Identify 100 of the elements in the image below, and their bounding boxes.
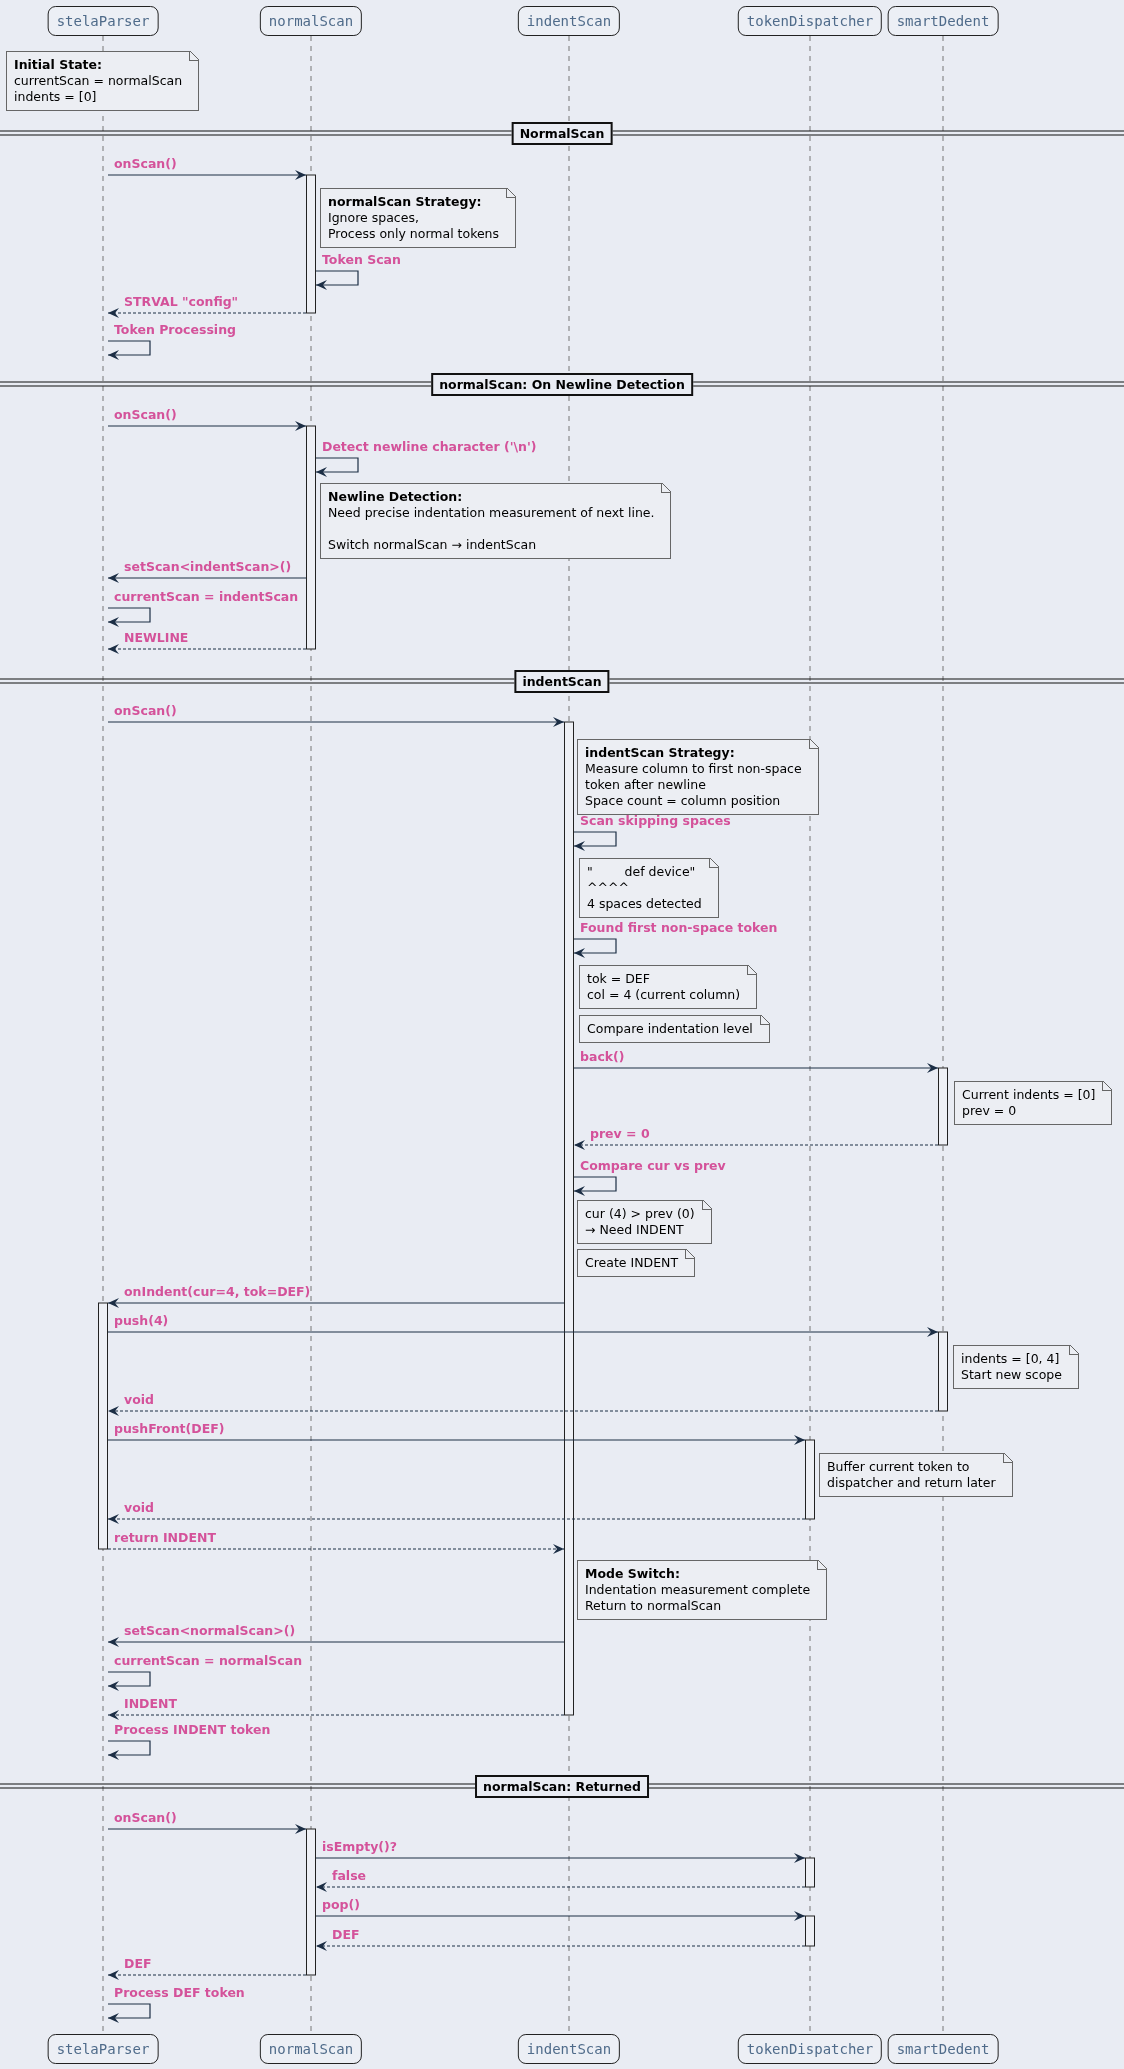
self-message-arrow bbox=[315, 270, 359, 290]
note-text: 4 spaces detected bbox=[587, 896, 702, 912]
note-heading: normalScan Strategy: bbox=[328, 194, 483, 210]
message-label: INDENT bbox=[124, 1696, 177, 1712]
self-message-arrow bbox=[573, 831, 617, 851]
note bbox=[577, 1249, 696, 1277]
participant-box: normalScan bbox=[259, 2034, 363, 2064]
message-arrow bbox=[573, 1063, 939, 1073]
message-label: Token Scan bbox=[322, 252, 401, 268]
return-arrow bbox=[107, 1406, 939, 1416]
note bbox=[953, 1345, 1079, 1389]
note-text: currentScan = normalScan bbox=[14, 73, 183, 89]
note-heading: Mode Switch: bbox=[585, 1566, 681, 1582]
message-arrow bbox=[315, 1853, 806, 1863]
note-text: Compare indentation level bbox=[587, 1021, 753, 1037]
message-arrow bbox=[107, 717, 565, 727]
participant-box: stelaParser bbox=[47, 2034, 159, 2064]
self-message-arrow bbox=[315, 457, 359, 477]
return-arrow bbox=[315, 1882, 806, 1892]
note-text: cur (4) > prev (0) bbox=[585, 1206, 695, 1222]
participant-box: tokenDispatcher bbox=[737, 6, 883, 36]
note-text: Switch normalScan → indentScan bbox=[328, 537, 538, 553]
note-text: Return to normalScan bbox=[585, 1598, 723, 1614]
message-label: Found first non-space token bbox=[580, 920, 778, 936]
message-label: isEmpty()? bbox=[322, 1839, 398, 1855]
participant-box: tokenDispatcher bbox=[737, 2034, 883, 2064]
self-message-arrow bbox=[573, 1176, 617, 1196]
note bbox=[577, 1560, 828, 1620]
message-label: setScan<normalScan>() bbox=[124, 1623, 296, 1639]
message-label: onScan() bbox=[114, 703, 177, 719]
participant-box: stelaParser bbox=[47, 6, 159, 36]
section-label: indentScan bbox=[514, 670, 610, 693]
message-label: Detect newline character ('\n') bbox=[322, 439, 537, 455]
note-text: Create INDENT bbox=[585, 1255, 679, 1271]
message-label: prev = 0 bbox=[590, 1126, 650, 1142]
message-label: DEF bbox=[124, 1956, 152, 1972]
message-arrow bbox=[107, 1824, 307, 1834]
return-arrow bbox=[315, 1941, 806, 1951]
message-arrow bbox=[107, 1637, 565, 1647]
participant-box: smartDedent bbox=[887, 6, 999, 36]
message-label: push(4) bbox=[114, 1313, 169, 1329]
note bbox=[320, 483, 672, 559]
message-label: void bbox=[124, 1500, 154, 1516]
return-arrow bbox=[107, 1544, 565, 1554]
self-message-arrow bbox=[107, 1740, 151, 1760]
note-text: Start new scope bbox=[961, 1367, 1062, 1383]
message-label: Scan skipping spaces bbox=[580, 813, 731, 829]
message-label: Token Processing bbox=[114, 322, 236, 338]
note-text: " def device" bbox=[587, 864, 697, 880]
message-label: onScan() bbox=[114, 407, 177, 423]
note bbox=[954, 1081, 1113, 1125]
message-label: setScan<indentScan>() bbox=[124, 559, 292, 575]
message-label: pop() bbox=[322, 1897, 360, 1913]
message-label: onIndent(cur=4, tok=DEF) bbox=[124, 1284, 311, 1300]
return-arrow bbox=[573, 1140, 939, 1150]
note-text: Process only normal tokens bbox=[328, 226, 500, 242]
message-label: DEF bbox=[332, 1927, 360, 1943]
note-text: Buffer current token to bbox=[827, 1459, 971, 1475]
note bbox=[577, 1200, 712, 1244]
self-message-arrow bbox=[573, 938, 617, 958]
self-message-arrow bbox=[107, 340, 151, 360]
message-arrow bbox=[107, 170, 307, 180]
note bbox=[819, 1453, 1013, 1497]
note-text: token after newline bbox=[585, 777, 707, 793]
message-arrow bbox=[107, 1298, 565, 1308]
return-arrow bbox=[107, 1970, 307, 1980]
return-arrow bbox=[107, 1710, 565, 1720]
message-label: Process INDENT token bbox=[114, 1722, 271, 1738]
note-heading: Initial State: bbox=[14, 57, 104, 73]
note-text: Ignore spaces, bbox=[328, 210, 420, 226]
message-label: void bbox=[124, 1392, 154, 1408]
note-heading: Newline Detection: bbox=[328, 489, 464, 505]
self-message-arrow bbox=[107, 2003, 151, 2023]
self-message-arrow bbox=[107, 607, 151, 627]
message-label: currentScan = normalScan bbox=[114, 1653, 303, 1669]
participant-box: normalScan bbox=[259, 6, 363, 36]
note-text: indents = [0, 4] bbox=[961, 1351, 1061, 1367]
note-heading: indentScan Strategy: bbox=[585, 745, 736, 761]
message-arrow bbox=[107, 421, 307, 431]
note bbox=[579, 1015, 770, 1043]
message-label: Compare cur vs prev bbox=[580, 1158, 726, 1174]
message-label: pushFront(DEF) bbox=[114, 1421, 225, 1437]
return-arrow bbox=[107, 1514, 806, 1524]
message-label: back() bbox=[580, 1049, 625, 1065]
self-message-arrow bbox=[107, 1671, 151, 1691]
message-label: onScan() bbox=[114, 156, 177, 172]
note-text: Measure column to first non-space bbox=[585, 761, 802, 777]
note-text: Current indents = [0] bbox=[962, 1087, 1096, 1103]
note-text: Need precise indentation measurement of next line. bbox=[328, 505, 655, 521]
note bbox=[6, 51, 200, 111]
message-arrow bbox=[315, 1911, 806, 1921]
message-arrow bbox=[107, 573, 307, 583]
note-text: dispatcher and return later bbox=[827, 1475, 996, 1491]
message-label: STRVAL "config" bbox=[124, 294, 239, 310]
note-text: Indentation measurement complete bbox=[585, 1582, 811, 1598]
note bbox=[320, 188, 517, 248]
message-arrow bbox=[107, 1435, 806, 1445]
section-label: normalScan: Returned bbox=[475, 1775, 649, 1798]
message-label: onScan() bbox=[114, 1810, 177, 1826]
section-label: normalScan: On Newline Detection bbox=[431, 373, 693, 396]
